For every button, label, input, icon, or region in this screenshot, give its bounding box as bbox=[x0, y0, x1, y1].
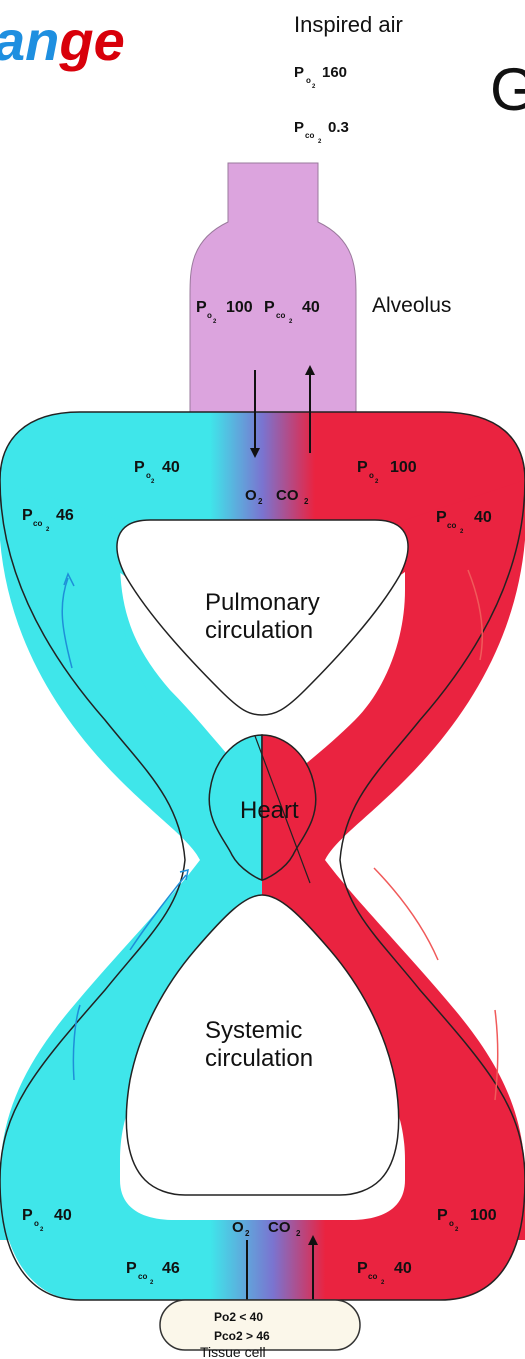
svg-text:P: P bbox=[357, 459, 368, 476]
title-fragment-right: G bbox=[490, 56, 525, 123]
svg-text:100: 100 bbox=[470, 1207, 497, 1224]
inspired-po2: P o 2 160 bbox=[294, 64, 347, 90]
svg-text:P: P bbox=[294, 119, 304, 136]
svg-text:P: P bbox=[436, 509, 447, 526]
svg-text:2: 2 bbox=[312, 84, 316, 90]
svg-text:P: P bbox=[22, 507, 33, 524]
svg-text:2: 2 bbox=[304, 497, 309, 506]
svg-text:co: co bbox=[447, 521, 456, 530]
inspired-pco2: P co 2 0.3 bbox=[294, 119, 349, 145]
svg-text:40: 40 bbox=[54, 1207, 72, 1224]
svg-text:40: 40 bbox=[302, 299, 320, 316]
svg-text:co: co bbox=[276, 311, 285, 320]
svg-text:P: P bbox=[357, 1260, 368, 1277]
svg-text:co: co bbox=[305, 131, 314, 140]
systemic-label-line2: circulation bbox=[205, 1045, 313, 1072]
svg-text:40: 40 bbox=[162, 459, 180, 476]
heart-label: Heart bbox=[240, 797, 299, 824]
svg-text:P: P bbox=[196, 299, 207, 316]
svg-text:P: P bbox=[264, 299, 275, 316]
pulmonary-label-line2: circulation bbox=[205, 617, 313, 644]
svg-text:2: 2 bbox=[296, 1229, 301, 1238]
svg-text:100: 100 bbox=[390, 459, 417, 476]
svg-text:O: O bbox=[245, 487, 257, 504]
svg-text:co: co bbox=[138, 1272, 147, 1281]
svg-text:P: P bbox=[294, 64, 304, 81]
svg-text:o: o bbox=[369, 471, 374, 480]
svg-text:co: co bbox=[368, 1272, 377, 1281]
svg-text:P: P bbox=[22, 1207, 33, 1224]
svg-text:2: 2 bbox=[258, 497, 263, 506]
svg-text:CO: CO bbox=[276, 487, 299, 504]
svg-text:o: o bbox=[306, 76, 311, 85]
svg-text:o: o bbox=[449, 1219, 454, 1228]
svg-text:O: O bbox=[232, 1219, 244, 1236]
svg-text:40: 40 bbox=[394, 1260, 412, 1277]
title-fragment: ange bbox=[0, 9, 125, 72]
svg-text:100: 100 bbox=[226, 299, 253, 316]
svg-text:o: o bbox=[34, 1219, 39, 1228]
svg-text:co: co bbox=[33, 519, 42, 528]
svg-text:CO: CO bbox=[268, 1219, 291, 1236]
svg-text:0.3: 0.3 bbox=[328, 119, 349, 136]
alveolus-shape bbox=[190, 163, 356, 412]
svg-text:P: P bbox=[437, 1207, 448, 1224]
svg-text:2: 2 bbox=[245, 1229, 250, 1238]
svg-text:P: P bbox=[126, 1260, 137, 1277]
svg-text:46: 46 bbox=[162, 1260, 180, 1277]
svg-text:P: P bbox=[134, 459, 145, 476]
inspired-air-label: Inspired air bbox=[294, 12, 403, 37]
systemic-label-line1: Systemic bbox=[205, 1017, 302, 1044]
svg-text:2: 2 bbox=[318, 139, 322, 145]
svg-text:40: 40 bbox=[474, 509, 492, 526]
svg-text:o: o bbox=[207, 311, 212, 320]
svg-text:160: 160 bbox=[322, 64, 347, 81]
alveolus-label: Alveolus bbox=[372, 294, 451, 317]
pulmonary-label-line1: Pulmonary bbox=[205, 589, 320, 616]
svg-text:46: 46 bbox=[56, 507, 74, 524]
